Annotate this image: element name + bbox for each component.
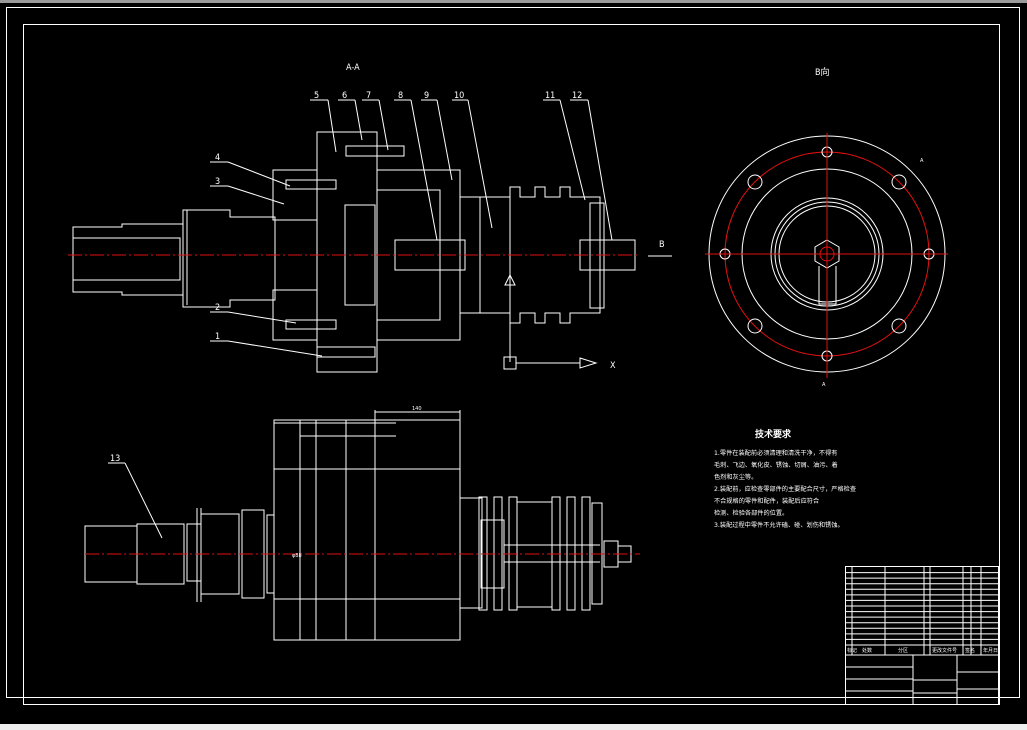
- tb-header-3: 分区: [898, 647, 908, 654]
- main-housing: [316, 131, 378, 373]
- y-axis-arrow-icon: [504, 273, 516, 286]
- tech-req-title: 技术要求: [755, 428, 792, 440]
- balloon-2: 2: [215, 303, 220, 313]
- section-view-aa: A-A B X: [68, 63, 672, 373]
- balloon-12: 12: [572, 91, 582, 101]
- flange-upper: [272, 169, 318, 221]
- tech-req-line-5: 不合规格的零件和配件，装配后应符合: [714, 497, 819, 505]
- bolt-1: [316, 346, 376, 358]
- part-balloons: 5 6 7 8 9 10 11 12 4 3 2 1 13: [108, 91, 613, 539]
- balloon-9: 9: [424, 91, 429, 101]
- balloon-13: 13: [110, 454, 120, 464]
- overall-length-dimension: 140: [412, 406, 422, 412]
- shaft-bore: [72, 237, 181, 281]
- balloon-8: 8: [398, 91, 403, 101]
- balloon-3: 3: [215, 177, 220, 187]
- window-bottom-bar: [0, 724, 1027, 730]
- front-view: φ88 140: [84, 406, 640, 641]
- x-axis-arrow-icon: [579, 357, 598, 369]
- diameter-label: φ88: [292, 553, 302, 559]
- bolt-4: [285, 179, 337, 190]
- balloon-11: 11: [545, 91, 555, 101]
- bolt-7: [345, 145, 405, 157]
- tb-header-5: 签名: [965, 647, 975, 654]
- b-view: B向 A A: [705, 66, 948, 388]
- tech-req-line-6: 检测、检验各部件的位置。: [714, 509, 788, 517]
- tech-req-line-1: 1.零件在装配前必须清理和清洗干净，不得有: [714, 449, 837, 457]
- inner-border: [23, 24, 1000, 705]
- tech-req-line-7: 3.装配过程中零件不允许磕、碰、划伤和锈蚀。: [714, 521, 844, 529]
- axis-x-label: X: [610, 361, 616, 371]
- disc-pack: [479, 186, 601, 324]
- flange-lower: [272, 289, 318, 341]
- main-housing-front: [273, 419, 461, 641]
- direction-label-b: B: [659, 240, 665, 250]
- balloon-7: 7: [366, 91, 371, 101]
- balloon-4: 4: [215, 153, 220, 163]
- section-marker-top: A: [920, 158, 924, 164]
- balloon-10: 10: [454, 91, 464, 101]
- b-view-label: B向: [815, 66, 830, 78]
- title-block: 标记 处数 分区 更改文件号 签名 年月日: [845, 566, 999, 705]
- tb-header-1: 标记: [847, 647, 857, 654]
- tb-header-4: 更改文件号: [932, 647, 957, 654]
- section-view-label: A-A: [346, 63, 360, 73]
- technical-requirements: 技术要求 1.零件在装配前必须清理和清洗干净，不得有 毛刺、飞边、氧化皮、锈蚀、…: [714, 428, 856, 529]
- shaft-section: [72, 209, 276, 308]
- tech-req-line-3: 色剂和灰尘等。: [714, 473, 757, 481]
- bolt-2: [285, 319, 337, 330]
- tech-req-line-2: 毛刺、飞边、氧化皮、锈蚀、切屑、油污、着: [714, 461, 838, 469]
- tech-req-line-4: 2.装配前，应检查零部件的主要配合尺寸，严格检查: [714, 485, 856, 493]
- window-top-bar: [0, 0, 1027, 3]
- balloon-5: 5: [314, 91, 319, 101]
- tb-header-2: 处数: [862, 647, 872, 654]
- balloon-1: 1: [215, 332, 220, 342]
- balloon-6: 6: [342, 91, 347, 101]
- outer-border: [6, 7, 1020, 698]
- tb-header-6: 年月日: [983, 647, 998, 654]
- section-marker-bottom: A: [822, 382, 826, 388]
